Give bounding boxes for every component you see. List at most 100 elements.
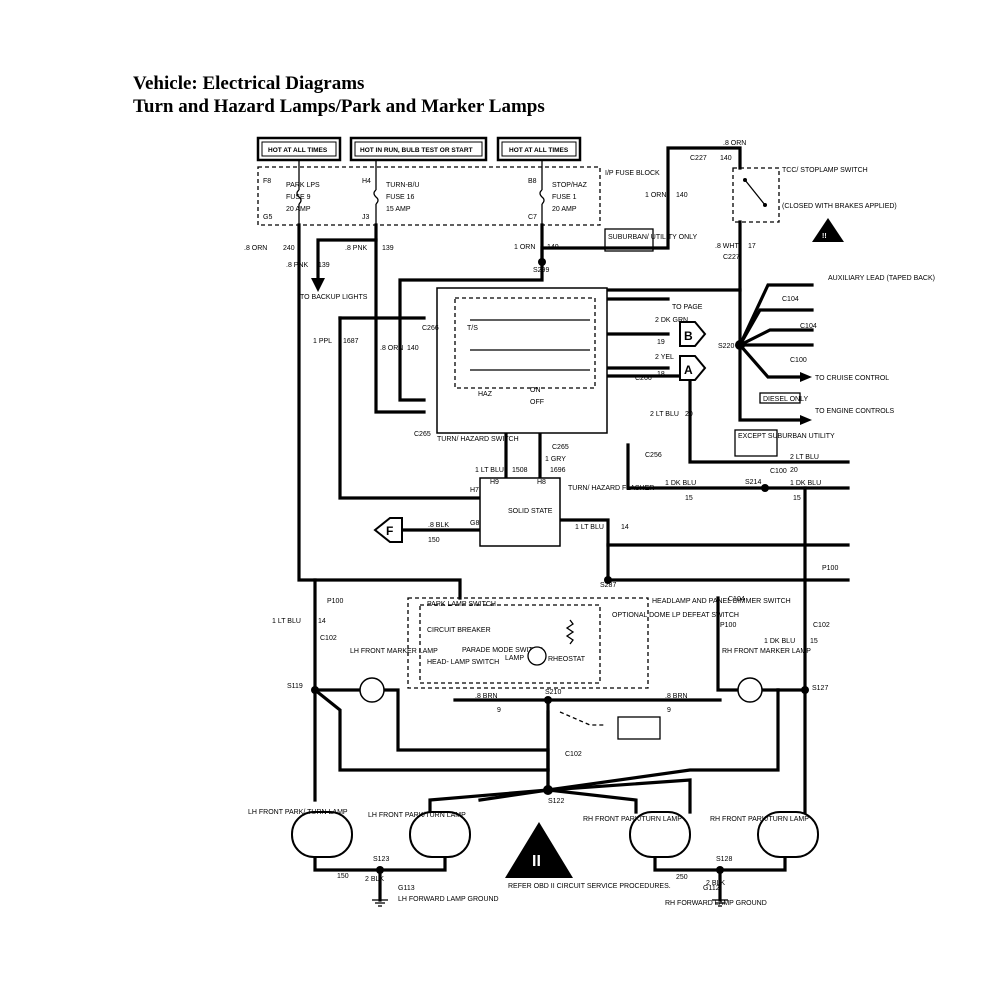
c100: C100	[790, 357, 807, 364]
splice-s127	[801, 686, 809, 694]
wire-label-1-lt-blu: 1 LT BLU	[475, 467, 504, 474]
wire-label-14: 14	[621, 524, 629, 531]
flasher-body: SOLID STATE	[508, 508, 553, 515]
fuse-1: FUSE 1	[552, 194, 577, 201]
s287: S287	[600, 582, 616, 589]
wire-label-1-lt-blu-d: 1 LT BLU	[272, 618, 301, 625]
wire-label-9-b: 9	[667, 707, 671, 714]
aux-lead-label: AUXILIARY LEAD (TAPED BACK)	[828, 275, 935, 282]
cruise-label: TO CRUISE CONTROL	[815, 375, 889, 382]
obd-ii-symbol: II	[532, 853, 541, 870]
wiring-harness	[297, 146, 850, 902]
c104-b: C104	[800, 323, 817, 330]
wire-label-18: 18	[657, 371, 665, 378]
fuse-stop-haz: STOP/HAZ	[552, 182, 588, 189]
c104-a: C104	[782, 296, 799, 303]
rh-marker-lamp-icon	[737, 677, 763, 703]
page-connectors: B A F	[373, 321, 707, 543]
lh-front-lamp-label: LH FRONT PARK/ TURN LAMP	[248, 809, 348, 816]
splice-s210	[544, 696, 552, 704]
dome-defeat-label: OPTIONAL DOME LP DEFEAT SWITCH	[612, 612, 739, 619]
wire-label-8-brn-b: .8 BRN	[665, 693, 688, 700]
wire-label-8-wht: .8 WHT	[715, 243, 739, 250]
lh-front-park-lamp-1	[291, 811, 353, 858]
wire-label-19: 19	[657, 339, 665, 346]
splice-s299	[538, 258, 546, 266]
lh-front-park-lamp-2	[409, 811, 471, 858]
to-page-label: TO PAGE	[672, 304, 703, 311]
fuse-9: FUSE 9	[286, 194, 311, 201]
parade-mode-label: PARADE MODE SWITCH	[462, 647, 543, 654]
wire-label-1-dk-blu: 1 DK BLU	[665, 480, 696, 487]
splice-s119	[311, 686, 319, 694]
splice-s220	[735, 340, 745, 350]
splice-s123	[376, 866, 384, 874]
s119: S119	[287, 683, 303, 690]
wire-label-1-lt-blu-c: 1 LT BLU	[575, 524, 604, 531]
wire-label-15-c: 15	[810, 638, 818, 645]
rh-front-park-lamp-2	[757, 811, 819, 858]
wire-label-2-blk: 2 BLK	[365, 876, 384, 883]
haz-label: HAZ	[478, 391, 493, 398]
wire-label-140-c: 140	[547, 244, 559, 251]
park-turn-lamps: LH FRONT PARK/ TURN LAMP LH FRONT PARK/T…	[248, 809, 819, 858]
wire-label-15: 15	[685, 495, 693, 502]
splice-points	[311, 258, 809, 874]
fuse-b8-pin: B8	[528, 178, 537, 185]
fuse-turn-bu: TURN-B/U	[386, 182, 419, 189]
c102-b: C102	[813, 622, 830, 629]
wire-label-14-b: 14	[318, 618, 326, 625]
wire-label-20-b: 20	[790, 467, 798, 474]
fuse-block: I/P FUSE BLOCK F8 G5 PARK LPS FUSE 9 20 …	[257, 160, 660, 226]
ts-label: T/S	[467, 325, 478, 332]
dimmer-output-arrow	[559, 711, 605, 726]
wire-label-1-orn: 1 ORN	[645, 192, 666, 199]
s214: S214	[745, 479, 761, 486]
fuse-block-label: I/P FUSE BLOCK	[605, 170, 660, 177]
c266-b: C266	[635, 375, 652, 382]
wire-label-8-pnk: .8 PNK	[345, 245, 368, 252]
suburban-label: SUBURBAN/ UTILITY ONLY	[608, 234, 698, 241]
tcc-switch-label: TCC/ STOPLAMP SWITCH	[782, 167, 868, 174]
p100-b: P100	[720, 622, 736, 629]
lamp-label: LAMP	[505, 655, 524, 662]
s123: S123	[373, 856, 389, 863]
wire-label-9: 9	[497, 707, 501, 714]
rh-front-park-lamp-1	[629, 811, 691, 858]
wire-label-2-lt-blu-b: 2 LT BLU	[790, 454, 819, 461]
wire-label-15-b: 15	[793, 495, 801, 502]
wire-label-8-blk: .8 BLK	[428, 522, 449, 529]
wire-label-150-b: 150	[337, 873, 349, 880]
park-lamp-switch-label: PARK LAMP SWITCH	[427, 601, 496, 608]
wire-label-139: 139	[382, 245, 394, 252]
c227-a: C227	[690, 155, 707, 162]
wire-label-1-orn-b: 1 ORN	[514, 244, 535, 251]
on-label: ON	[530, 387, 541, 394]
g113: G113	[398, 885, 415, 892]
misc-labels: TO BACKUP LIGHTS SUBURBAN/ UTILITY ONLY …	[300, 228, 935, 740]
wire-label-1-dk-blu-c: 1 DK BLU	[764, 638, 795, 645]
circuit-breaker-label: CIRCUIT BREAKER	[427, 627, 491, 634]
fuse-park-lps: PARK LPS	[286, 182, 320, 189]
tcc-stoplamp-switch: TCC/ STOPLAMP SWITCH (CLOSED WITH BRAKES…	[732, 167, 897, 242]
wire-label-2-blk-b: 2 BLK	[706, 880, 725, 887]
obd-note: REFER OBD II CIRCUIT SERVICE PROCEDURES.	[508, 883, 671, 890]
c227-b: C227	[723, 254, 740, 261]
flasher-g8: G8	[470, 520, 479, 527]
c100-b: C100	[770, 468, 787, 475]
diagram-subtitle: Turn and Hazard Lamps/Park and Marker La…	[133, 96, 545, 117]
splice-s122	[543, 785, 553, 795]
wire-label-140: 140	[720, 155, 732, 162]
wire-label-20: 20	[685, 411, 693, 418]
off-label: OFF	[530, 399, 544, 406]
power-header-boxes: HOT AT ALL TIMES HOT IN RUN, BULB TEST O…	[256, 136, 582, 162]
headlamp-dimmer-label: HEADLAMP AND PANEL DIMMER SWITCH	[652, 598, 791, 605]
wire-label-1-dk-blu-b: 1 DK BLU	[790, 480, 821, 487]
wire-label-1696: 1696	[550, 467, 566, 474]
wire-label-8-orn-c: .8 ORN	[380, 345, 403, 352]
wire-label-2-lt-blu: 2 LT BLU	[650, 411, 679, 418]
wire-label-140-b: 140	[676, 192, 688, 199]
flasher-h7: H7	[470, 487, 479, 494]
grounds: LH FORWARD LAMP GROUND RH FORWARD LAMP G…	[372, 896, 767, 907]
